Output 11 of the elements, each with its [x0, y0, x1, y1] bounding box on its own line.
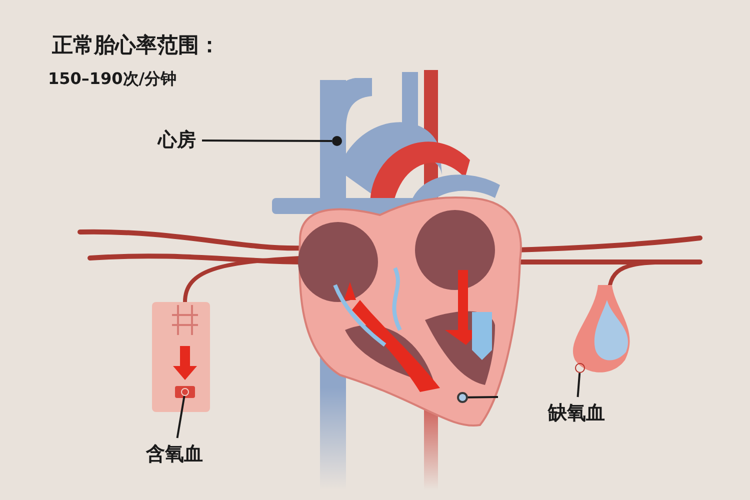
leader-line	[202, 140, 332, 142]
label-text: 缺氧血	[548, 403, 605, 424]
subtitle: 150–190次/分钟	[48, 70, 177, 88]
label-text: 心房	[158, 130, 196, 151]
label-text: 含氧血	[146, 444, 203, 465]
leader-line	[468, 396, 498, 398]
leader-line	[576, 372, 581, 398]
leader-line	[176, 396, 186, 438]
circle-marker	[575, 363, 585, 373]
circle-marker	[181, 388, 189, 396]
title: 正常胎心率范围：	[52, 34, 220, 58]
